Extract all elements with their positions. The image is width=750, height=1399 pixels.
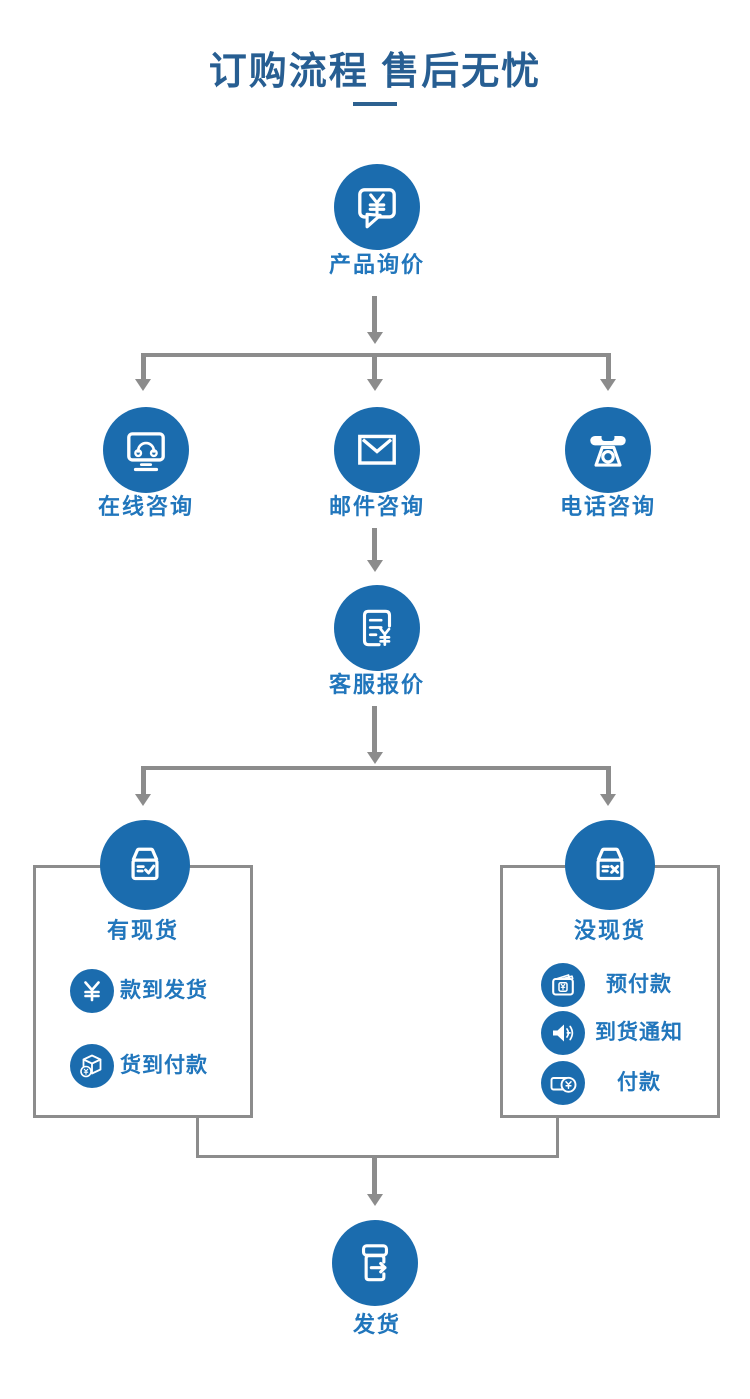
connector-line [141,353,146,379]
connector-line [372,357,377,379]
item-icon-prepayment [541,963,585,1007]
title-underline [353,102,397,106]
item-label-payment-first: 款到发货 [120,979,208,1002]
connector-line [606,353,611,379]
arrow-down-icon [367,1194,383,1206]
node-phone-consult [565,407,651,493]
page-title: 订购流程 售后无忧 [208,51,542,93]
online-support-icon [127,432,165,472]
item-label-payment: 付款 [617,1071,661,1094]
connector-line [196,1118,199,1158]
card-coin-icon [550,1076,577,1093]
arrow-down-icon [367,379,383,391]
item-icon-payment [541,1061,585,1105]
node-online-consult [103,407,189,493]
arrow-down-icon [135,379,151,391]
shipping-box-icon [361,1244,389,1282]
arrow-down-icon [367,560,383,572]
wallet-yuan-icon [552,974,574,996]
node-label-online-consult: 在线咨询 [97,494,194,519]
arrow-down-icon [600,794,616,806]
node-label-service-quote: 客服报价 [328,672,425,697]
node-label-phone-consult: 电话咨询 [559,494,656,519]
node-ship [332,1220,418,1306]
connector-line [141,353,611,357]
item-icon-payment-first [70,969,114,1013]
telephone-icon [590,433,626,467]
node-label-product-inquiry: 产品询价 [328,252,425,277]
connector-line [372,1158,377,1194]
connector-line [141,766,611,770]
connector-line [372,296,377,332]
package-yuan-icon [80,1054,102,1078]
speech-bubble-yuan-icon [358,188,396,229]
item-icon-cod [70,1044,114,1088]
connector-line [372,706,377,752]
connector-line [556,1118,559,1158]
arrow-down-icon [367,752,383,764]
arrow-down-icon [600,379,616,391]
email-icon [358,434,396,465]
connector-line [141,766,146,796]
node-label-ship: 发货 [352,1312,401,1337]
quotation-document-icon [362,609,392,647]
node-in-stock [100,820,190,910]
yuan-sign-icon [84,981,100,1002]
arrow-down-icon [135,794,151,806]
speaker-icon [553,1024,574,1042]
connector-line [196,1155,559,1158]
item-label-arrival-notice: 到货通知 [595,1021,683,1044]
connector-line [372,528,377,560]
node-service-quote [334,585,420,671]
arrow-down-icon [367,332,383,344]
connector-line [606,766,611,796]
item-icon-arrival-notice [541,1011,585,1055]
node-product-inquiry [334,164,420,250]
item-label-prepayment: 预付款 [606,973,672,996]
box-check-icon [131,847,159,881]
node-out-of-stock [565,820,655,910]
branch-label-out-of-stock: 没现货 [573,918,646,943]
item-label-cod: 货到付款 [120,1054,208,1077]
box-cross-icon [596,847,624,881]
node-label-email-consult: 邮件咨询 [328,494,425,519]
node-email-consult [334,407,420,493]
branch-label-in-stock: 有现货 [106,918,179,943]
